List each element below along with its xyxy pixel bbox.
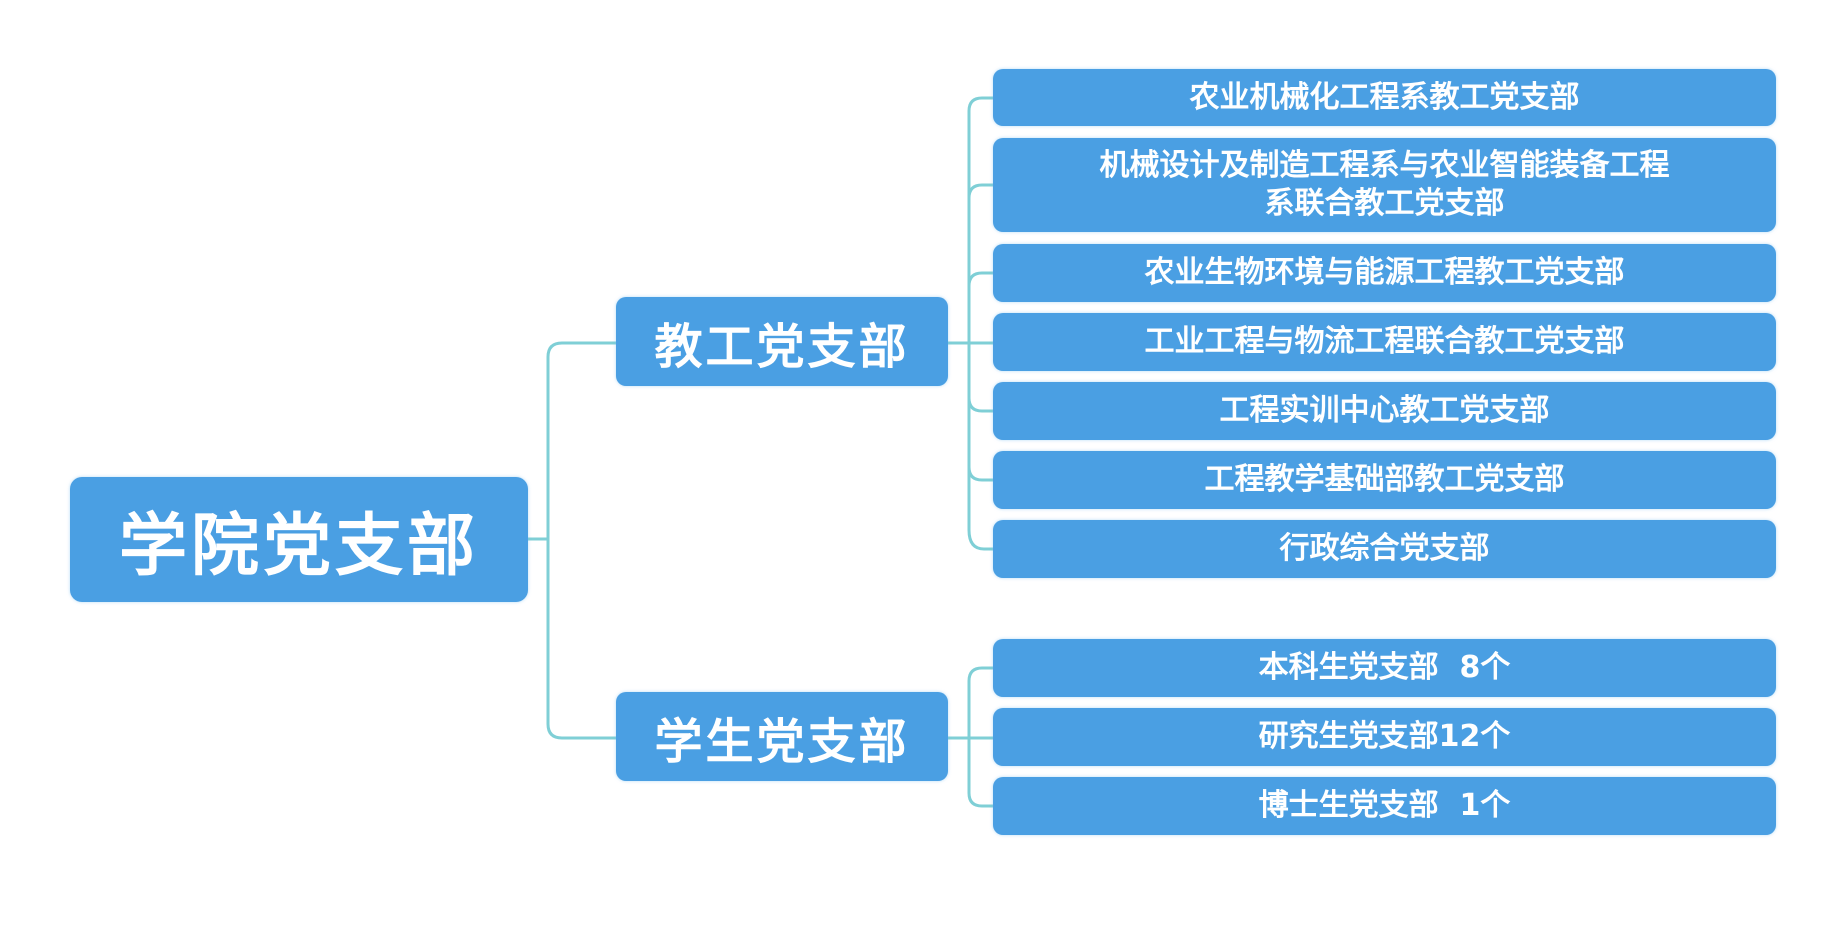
- leaf-node[interactable]: 工程教学基础部教工党支部: [993, 451, 1776, 509]
- leaf-node[interactable]: 行政综合党支部: [993, 520, 1776, 578]
- leaf-node[interactable]: 机械设计及制造工程系与农业智能装备工程系联合教工党支部: [993, 138, 1776, 232]
- leaf-label: 工程教学基础部教工党支部: [1204, 462, 1565, 497]
- root-label: 学院党支部: [118, 507, 479, 586]
- connector-teacher-leaf-1: [967, 96, 995, 551]
- root-node[interactable]: 学院党支部: [70, 477, 528, 602]
- leaf-label: 农业机械化工程系教工党支部: [1189, 79, 1580, 115]
- connector-teacher-leaf-5: [967, 396, 995, 413]
- connector-teacher-leaf-3: [967, 271, 995, 288]
- branch-node-student[interactable]: 学生党支部: [616, 692, 948, 781]
- branch-label: 学生党支部: [654, 713, 910, 770]
- leaf-node[interactable]: 工程实训中心教工党支部: [993, 382, 1776, 440]
- branch-node-teacher[interactable]: 教工党支部: [616, 297, 948, 386]
- leaf-node[interactable]: 本科生党支部 8个: [993, 639, 1776, 697]
- leaf-label: 行政综合党支部: [1279, 531, 1490, 566]
- leaf-node[interactable]: 博士生党支部 1个: [993, 777, 1776, 835]
- connector-trunk-bottom: [546, 537, 618, 740]
- leaf-label: 研究生党支部12个: [1258, 719, 1511, 754]
- leaf-node[interactable]: 工业工程与物流工程联合教工党支部: [993, 313, 1776, 371]
- leaf-label: 本科生党支部 8个: [1258, 650, 1511, 685]
- leaf-label: 农业生物环境与能源工程教工党支部: [1144, 255, 1625, 290]
- connector-teacher-leaf-6: [967, 465, 995, 482]
- leaf-node[interactable]: 研究生党支部12个: [993, 708, 1776, 766]
- connector-trunk-top: [546, 341, 618, 541]
- leaf-label: 工程实训中心教工党支部: [1219, 393, 1550, 428]
- leaf-label: 工业工程与物流工程联合教工党支部: [1144, 324, 1625, 359]
- leaf-label: 博士生党支部 1个: [1258, 788, 1511, 823]
- leaf-node[interactable]: 农业机械化工程系教工党支部: [993, 69, 1776, 126]
- leaf-label: 机械设计及制造工程系与农业智能装备工程系联合教工党支部: [1099, 148, 1670, 221]
- connector-teacher-leaf-2: [967, 183, 995, 200]
- leaf-node[interactable]: 农业生物环境与能源工程教工党支部: [993, 244, 1776, 302]
- branch-label: 教工党支部: [654, 318, 910, 375]
- connector-student-leaf-1: [967, 666, 995, 808]
